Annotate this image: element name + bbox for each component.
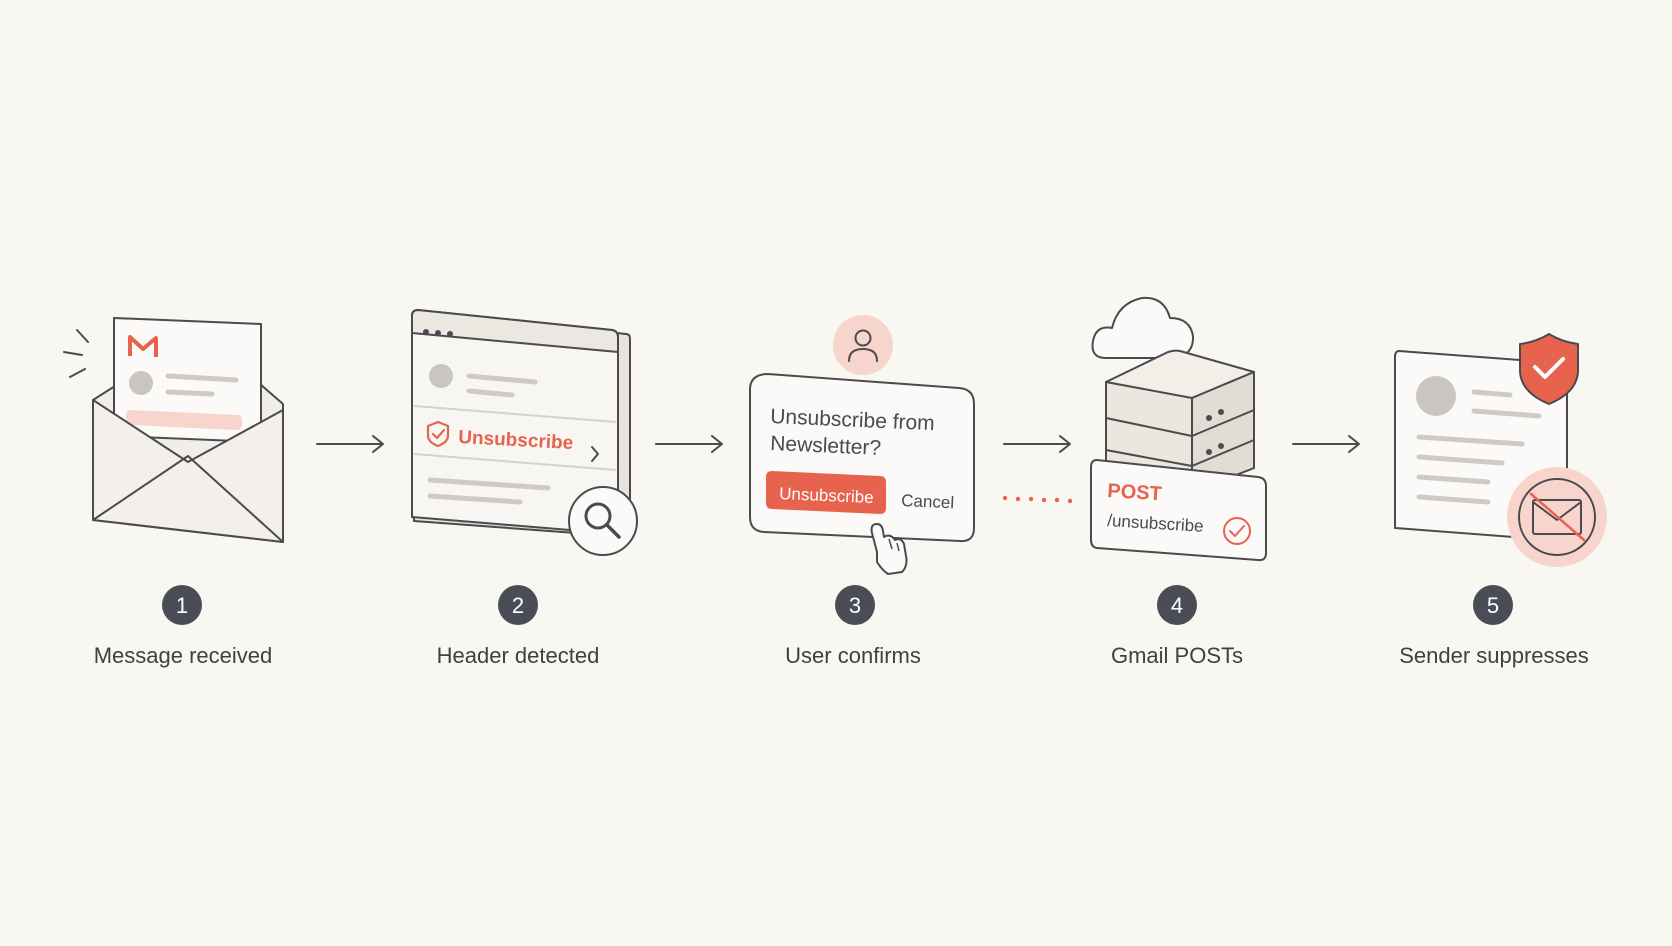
highlight-bar xyxy=(126,410,242,430)
window-dot xyxy=(447,331,453,337)
envelope-front xyxy=(92,399,284,543)
post-request-card xyxy=(1090,459,1267,562)
confirm-dialog-icon: Unsubscribe from Newsletter? Unsubscribe… xyxy=(749,315,975,575)
check-icon xyxy=(431,428,446,440)
flow-arrow xyxy=(655,435,723,453)
mail-icon xyxy=(1532,499,1582,535)
step-number: 4 xyxy=(1171,593,1183,618)
flow-arrow xyxy=(1003,435,1071,453)
post-method-label: POST xyxy=(1107,480,1163,505)
server-cloud-icon: POST /unsubscribe xyxy=(1090,296,1267,562)
server-led xyxy=(1206,415,1212,421)
shield-blocked-mail-icon xyxy=(1394,333,1607,567)
hand-crease xyxy=(896,542,900,552)
gmail-logo-icon xyxy=(128,335,158,357)
text-line xyxy=(165,373,239,383)
step-label-1: Message received xyxy=(94,643,273,668)
divider xyxy=(413,453,617,471)
server-divider xyxy=(1105,409,1255,437)
check-icon xyxy=(1533,357,1565,379)
user-icon-head xyxy=(854,329,872,347)
text-line xyxy=(427,493,523,505)
text-line xyxy=(427,477,551,491)
hand-crease xyxy=(888,538,893,550)
chevron-right-icon xyxy=(591,446,599,462)
step-label-2: Header detected xyxy=(437,643,600,668)
success-check-circle xyxy=(1223,517,1251,545)
step-number: 5 xyxy=(1487,593,1499,618)
server-led xyxy=(1218,409,1224,415)
magnifier-badge xyxy=(568,486,638,556)
text-line xyxy=(1416,474,1491,485)
step-label-4: Gmail POSTs xyxy=(1111,643,1243,668)
dialog-unsubscribe-label: Unsubscribe xyxy=(779,484,874,507)
text-line xyxy=(1416,434,1525,447)
divider xyxy=(413,405,617,423)
window-dot xyxy=(435,330,441,336)
burst-line xyxy=(63,351,83,356)
shield-icon xyxy=(1519,333,1579,405)
dotted-connector xyxy=(1002,495,1073,504)
text-line xyxy=(1416,494,1491,505)
mail-flap xyxy=(1532,501,1582,521)
text-line xyxy=(1416,454,1505,466)
dialog-title-line2: Newsletter? xyxy=(770,432,882,460)
server-top xyxy=(1105,349,1255,399)
magnifier-lens xyxy=(584,502,612,530)
magnifier-handle xyxy=(605,523,621,539)
text-line xyxy=(165,389,215,397)
flow-arrow xyxy=(316,435,384,453)
step-badge-3: 3 xyxy=(835,585,875,625)
shield-icon xyxy=(426,420,450,448)
server-led xyxy=(1218,443,1224,449)
text-line xyxy=(1471,408,1542,419)
user-icon-body xyxy=(848,347,878,362)
burst-line xyxy=(76,329,89,343)
avatar-dot xyxy=(429,364,453,388)
block-slash xyxy=(1529,492,1586,542)
server-front xyxy=(1191,371,1255,493)
envelope-fold xyxy=(92,455,284,543)
text-line xyxy=(466,388,515,398)
server-led xyxy=(1206,449,1212,455)
browser-titlebar xyxy=(411,309,619,353)
burst-line xyxy=(69,368,86,378)
window-dot xyxy=(423,329,429,335)
text-line xyxy=(1471,389,1513,398)
pointer-hand-icon xyxy=(870,523,908,575)
avatar-dot xyxy=(129,371,153,395)
step-number: 2 xyxy=(512,593,524,618)
browser-window-magnifier-icon: Unsubscribe xyxy=(411,309,638,556)
step-badge-4: 4 xyxy=(1157,585,1197,625)
step-badge-1: 1 xyxy=(162,585,202,625)
flow-arrow xyxy=(1292,435,1360,453)
step-number: 1 xyxy=(176,593,188,618)
step-badge-5: 5 xyxy=(1473,585,1513,625)
step-number: 3 xyxy=(849,593,861,618)
avatar-dot xyxy=(1416,376,1456,416)
dialog-unsubscribe-button xyxy=(766,471,886,514)
step-label-3: User confirms xyxy=(785,643,921,668)
check-icon xyxy=(1229,525,1245,537)
step-label-5: Sender suppresses xyxy=(1399,643,1589,668)
blocked-ring xyxy=(1518,478,1596,556)
cloud-icon xyxy=(1091,296,1195,359)
dialog-cancel-label: Cancel xyxy=(901,491,955,512)
step-badge-2: 2 xyxy=(498,585,538,625)
gmail-envelope-icon xyxy=(63,317,284,543)
text-line xyxy=(466,373,538,385)
server-divider xyxy=(1105,439,1255,467)
